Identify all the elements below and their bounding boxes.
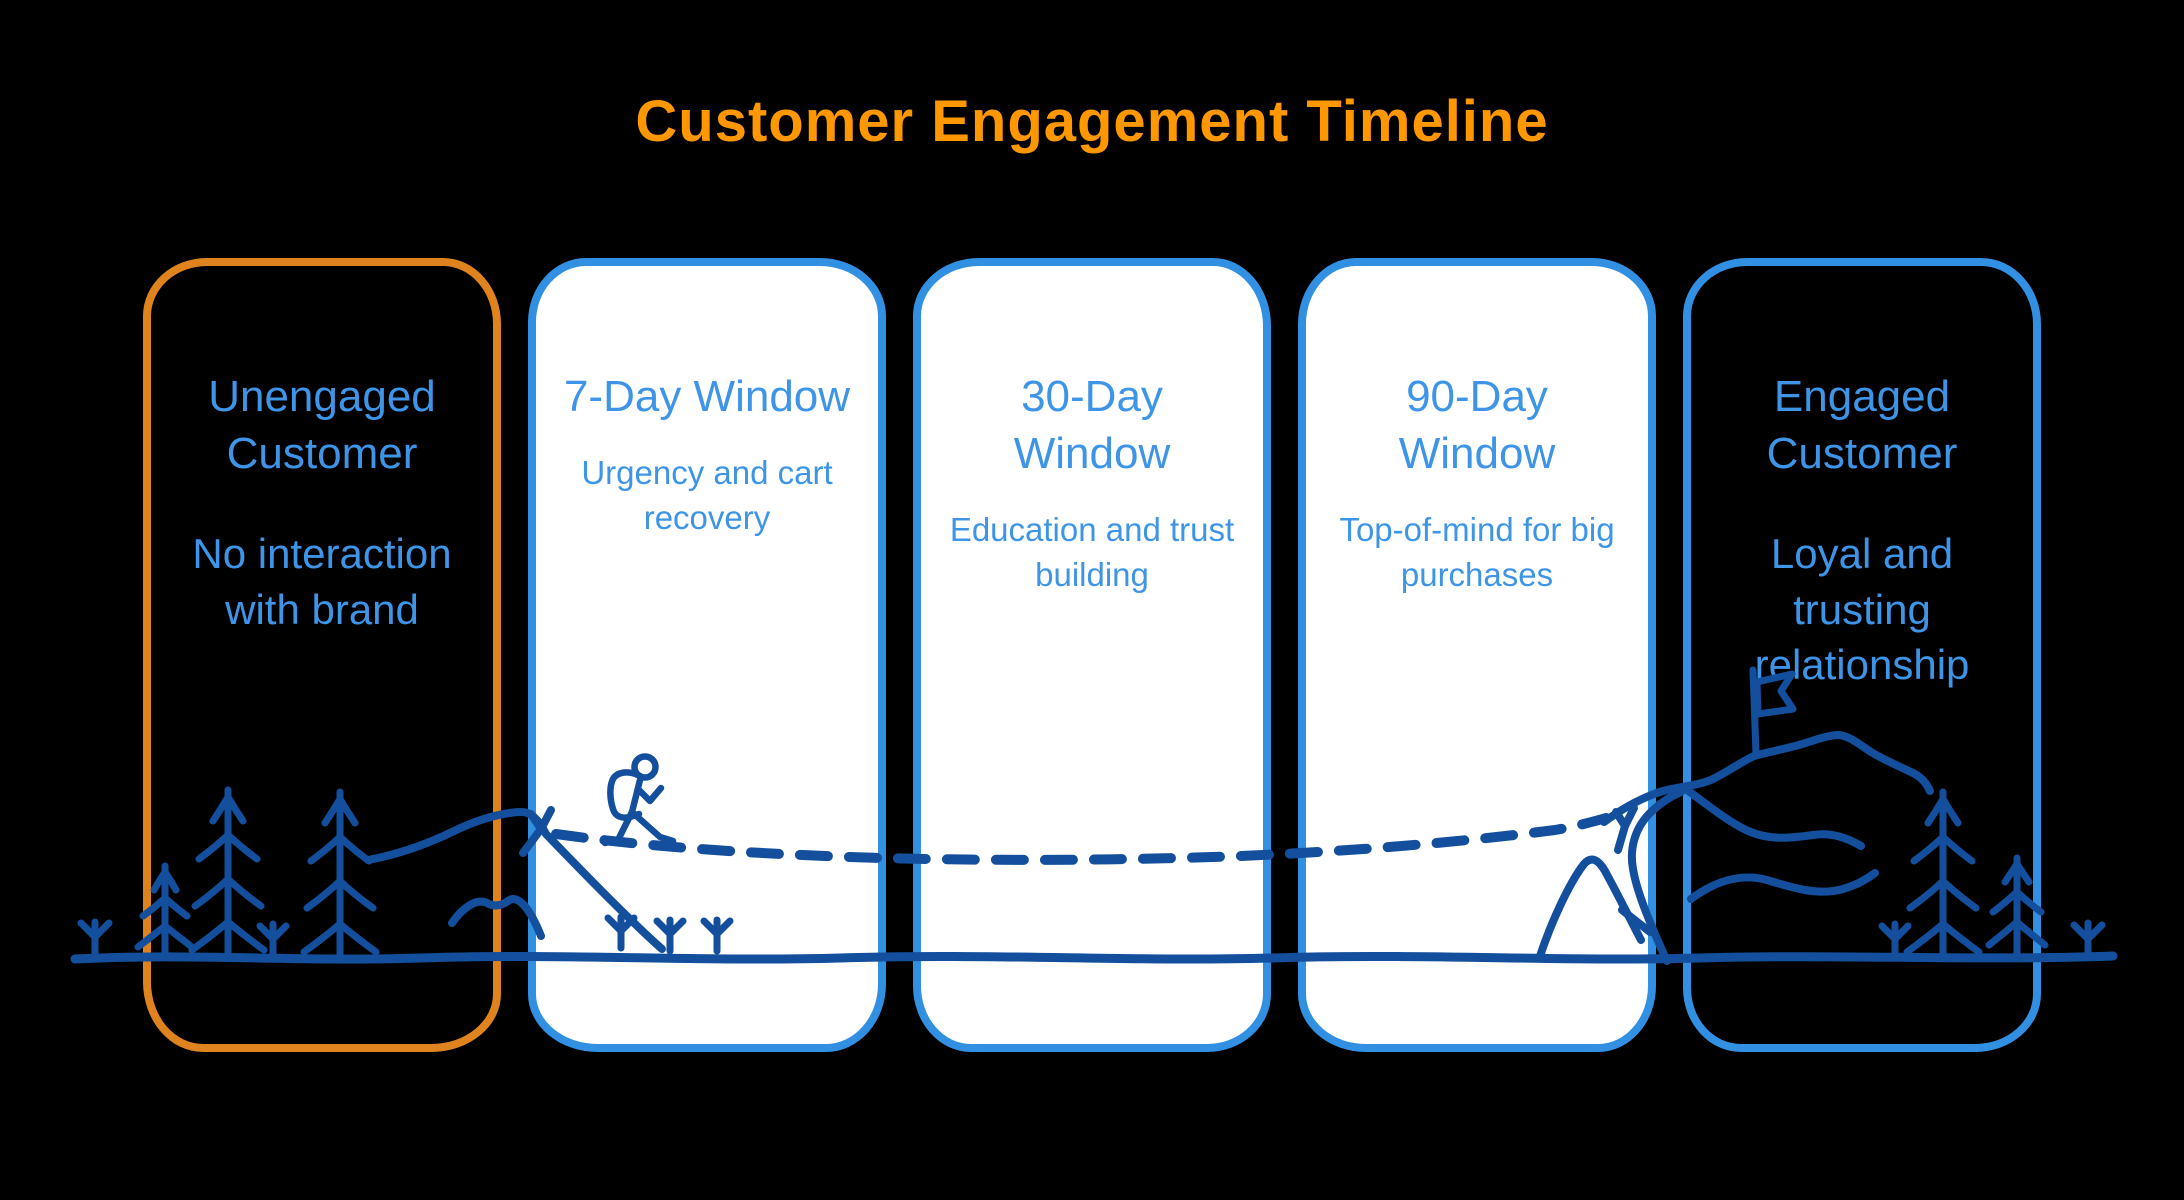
stage-30-day-window: 30-Day Window Education and trust buildi… — [913, 258, 1271, 1052]
stage-body: Top-of-mind for big purchases — [1339, 511, 1615, 593]
stage-heading: 90-Day Window — [1398, 372, 1556, 479]
stage-heading: 30-Day Window — [1013, 372, 1171, 479]
stage-7-day-window: 7-Day Window Urgency and cart recovery — [528, 258, 886, 1052]
stage-body: Education and trust building — [949, 511, 1235, 593]
stage-unengaged-customer: Unengaged Customer No interaction with b… — [143, 258, 501, 1052]
sapling-icon — [77, 918, 113, 960]
stage-90-day-window: 90-Day Window Top-of-mind for big purcha… — [1298, 258, 1656, 1052]
stage-heading: 7-Day Window — [563, 372, 851, 421]
stage-heading: Engaged Customer — [1766, 372, 1958, 479]
timeline-stages: Unengaged Customer No interaction with b… — [143, 258, 2041, 1052]
stage-body: No interaction with brand — [192, 530, 452, 633]
sapling-icon — [2070, 919, 2106, 961]
stage-body: Urgency and cart recovery — [581, 454, 833, 536]
stage-body: Loyal and trusting relationship — [1754, 530, 1970, 689]
stage-heading: Unengaged Customer — [208, 372, 436, 479]
stage-engaged-customer: Engaged Customer Loyal and trusting rela… — [1683, 258, 2041, 1052]
page-title: Customer Engagement Timeline — [635, 89, 1549, 154]
